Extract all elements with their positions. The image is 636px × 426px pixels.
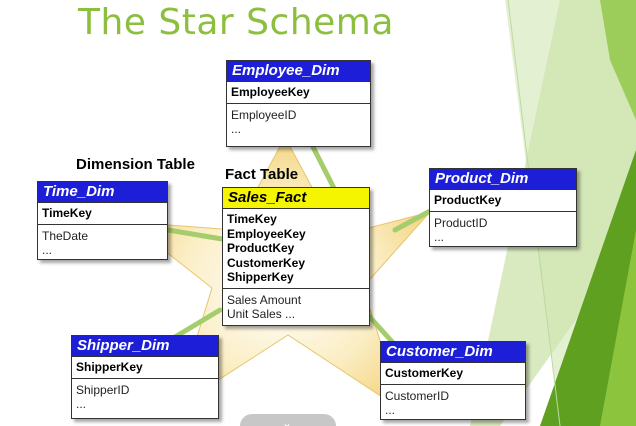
key-field: TimeKey [227,212,277,226]
attribute-field: ProductID [434,215,488,230]
attribute-field: ... [76,396,87,411]
key-field: CustomerKey [227,255,306,270]
attribute-field: Unit Sales ... [227,306,296,321]
employee-dim-table: Employee_Dim EmployeeKey EmployeeID ... [226,60,371,147]
dimension-table-caption: Dimension Table [76,156,195,173]
attribute-field: Sales Amount [227,292,302,307]
attribute-field: ... [231,121,242,136]
key-section: TimeKey EmployeeKey ProductKey CustomerK… [223,209,369,289]
page-title: The Star Schema [78,2,394,43]
table-header: Shipper_Dim [72,336,218,357]
key-field: ShipperKey [227,270,294,284]
product-dim-table: Product_Dim ProductKey ProductID ... [429,168,577,247]
chevron-down-icon: ⌄ [282,416,293,426]
shipper-dim-table: Shipper_Dim ShipperKey ShipperID ... [71,335,219,419]
attribute-field: EmployeeID [231,107,297,122]
key-field: ProductKey [227,241,295,255]
key-field: ProductKey [434,193,502,207]
key-field: ShipperKey [76,360,143,374]
key-field: EmployeeKey [231,85,310,99]
key-section: ShipperKey [72,357,218,379]
key-field: CustomerKey [385,366,464,380]
table-header: Product_Dim [430,169,576,190]
attribute-field: CustomerID [385,388,450,403]
table-header: Employee_Dim [227,61,370,82]
attribute-field: ... [42,242,53,257]
sales-fact-table: Sales_Fact TimeKey EmployeeKey ProductKe… [222,187,370,326]
green-shape-band [600,230,636,426]
attribute-field: ... [434,229,445,244]
attribute-section: CustomerID ... [381,385,525,421]
key-section: ProductKey [430,190,576,212]
time-dim-table: Time_Dim TimeKey TheDate ... [37,181,168,260]
key-section: EmployeeKey [227,82,370,104]
attribute-section: ShipperID ... [72,379,218,415]
attribute-section: Sales Amount Unit Sales ... [223,289,369,325]
attribute-field: ShipperID [76,382,130,397]
table-header: Time_Dim [38,182,167,203]
table-header: Customer_Dim [381,342,525,363]
key-field: EmployeeKey [227,226,306,241]
attribute-field: TheDate [42,228,89,243]
slide-nav-button[interactable]: ⌄ [240,414,336,426]
green-shape-dark [540,150,636,426]
attribute-section: ProductID ... [430,212,576,248]
attribute-field: ... [385,402,396,417]
table-header: Sales_Fact [223,188,369,209]
fact-table-caption: Fact Table [225,166,299,183]
customer-dim-table: Customer_Dim CustomerKey CustomerID ... [380,341,526,420]
attribute-section: TheDate ... [38,225,167,261]
key-section: CustomerKey [381,363,525,385]
attribute-section: EmployeeID ... [227,104,370,140]
key-field: TimeKey [42,206,92,220]
key-section: TimeKey [38,203,167,225]
green-shape-accent [600,0,636,120]
